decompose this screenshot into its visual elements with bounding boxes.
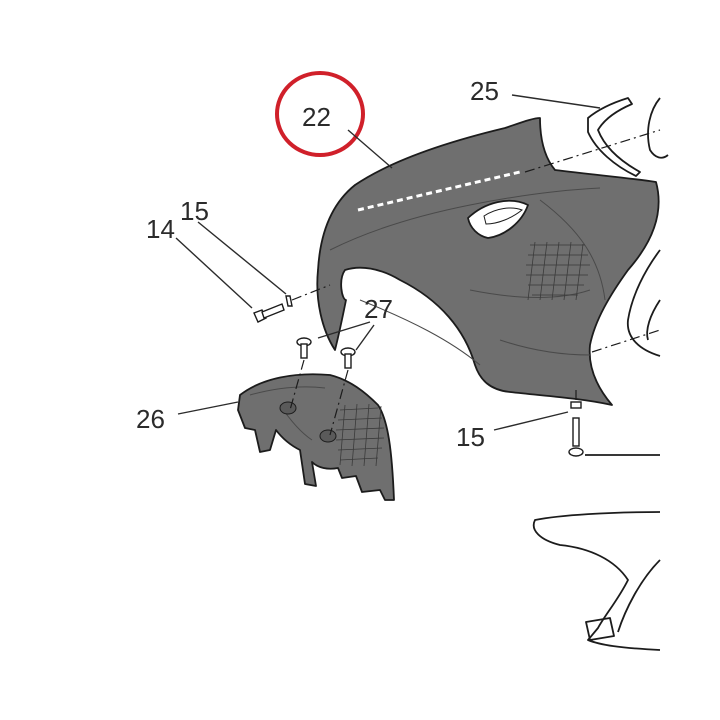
axis-right-bracket (591, 329, 661, 353)
callout-14: 14 (146, 214, 175, 244)
lower-bracket-26 (237, 373, 395, 501)
leader-26 (177, 401, 239, 415)
callout-15-left: 15 (180, 196, 209, 226)
trim-strip-25 (587, 97, 641, 177)
leader-15-left (197, 221, 287, 295)
callout-22: 22 (302, 102, 331, 132)
screw-27-right (340, 347, 356, 369)
fairing-panel-22 (316, 117, 660, 406)
adjacent-parts-right (532, 97, 669, 651)
callout-15-right: 15 (456, 422, 485, 452)
callout-27: 27 (364, 294, 393, 324)
screw-27-left (296, 337, 312, 359)
leader-15-right (493, 411, 569, 431)
leader-22 (347, 129, 393, 169)
screw-14 (253, 295, 293, 323)
screw-15-right (568, 401, 584, 457)
leader-27-b (355, 324, 375, 351)
texture-patch (526, 241, 590, 301)
callout-25: 25 (470, 76, 499, 106)
axis-screw-14 (291, 284, 331, 301)
axis-screw-27-left (289, 359, 305, 411)
leader-14 (175, 237, 253, 309)
leader-25 (511, 94, 601, 109)
highlight-circle (275, 71, 365, 157)
callout-26: 26 (136, 404, 165, 434)
leader-27-a (317, 321, 371, 339)
axis-panel-seam (524, 129, 661, 173)
